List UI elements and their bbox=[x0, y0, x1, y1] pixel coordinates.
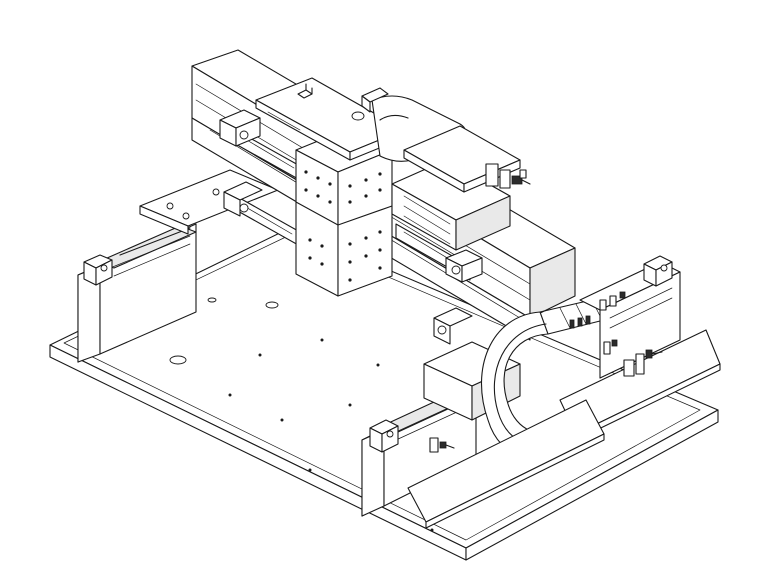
upper-connectors bbox=[485, 163, 531, 189]
cable-tray-plate-lower bbox=[407, 399, 605, 529]
cable-clips-right bbox=[599, 291, 626, 355]
beam-carriage-left bbox=[219, 109, 263, 217]
beam-carriage-right bbox=[433, 249, 483, 345]
left-rail-support bbox=[77, 223, 197, 363]
left-back-plate bbox=[139, 169, 279, 235]
far-right-end-stop bbox=[643, 255, 673, 287]
right-end-stop bbox=[369, 419, 399, 453]
base-mounting-holes bbox=[169, 297, 434, 532]
right-tool-plate bbox=[391, 159, 511, 251]
left-end-stop bbox=[83, 254, 113, 286]
base-plate bbox=[49, 227, 719, 561]
center-plate-bolts bbox=[304, 170, 382, 282]
tray-connectors bbox=[429, 349, 663, 453]
top-sensor bbox=[297, 83, 313, 99]
